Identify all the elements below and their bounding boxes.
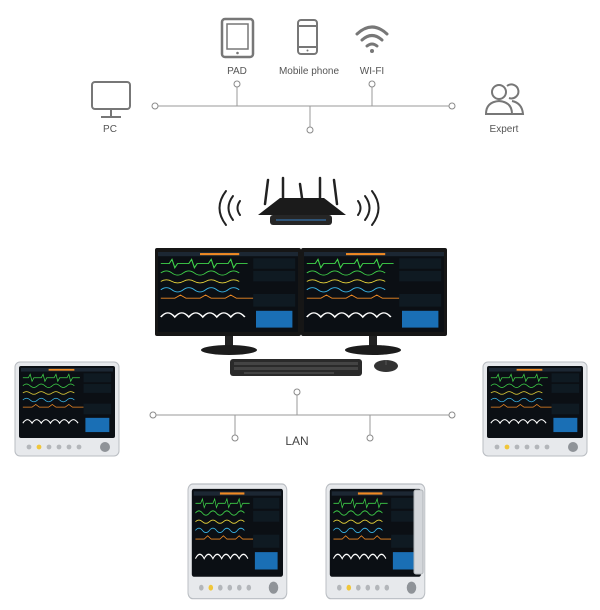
bedside-monitor-left [15, 362, 119, 456]
central-display-right [301, 248, 447, 355]
lan-nodes [149, 388, 456, 442]
wireless-signal-right-icon [357, 190, 380, 226]
bedside-monitor-right [483, 362, 587, 456]
wifi-icon [355, 25, 389, 53]
router-icon [258, 176, 346, 225]
expert-label: Expert [489, 124, 519, 135]
lan-lines [153, 392, 452, 438]
wifi-label: WI-FI [359, 66, 385, 77]
pc-label: PC [103, 124, 117, 135]
tablet-icon [220, 17, 255, 59]
lan-label: LAN [285, 434, 309, 448]
top-network-nodes [151, 80, 456, 134]
mouse-icon [374, 360, 398, 372]
expert-users-icon [484, 83, 525, 115]
central-display-left [155, 248, 301, 355]
keyboard-icon [230, 359, 362, 376]
bedside-monitor-bottom-left [188, 484, 287, 599]
wireless-signal-left-icon [218, 190, 241, 226]
top-network-lines [155, 84, 452, 130]
pad-label: PAD [227, 66, 247, 77]
bedside-monitor-bottom-right [326, 484, 425, 599]
mobile-phone-label: Mobile phone [278, 66, 340, 77]
monitor-side-module [413, 489, 424, 575]
mobile-phone-icon [297, 19, 318, 55]
pc-monitor-icon [91, 81, 131, 118]
